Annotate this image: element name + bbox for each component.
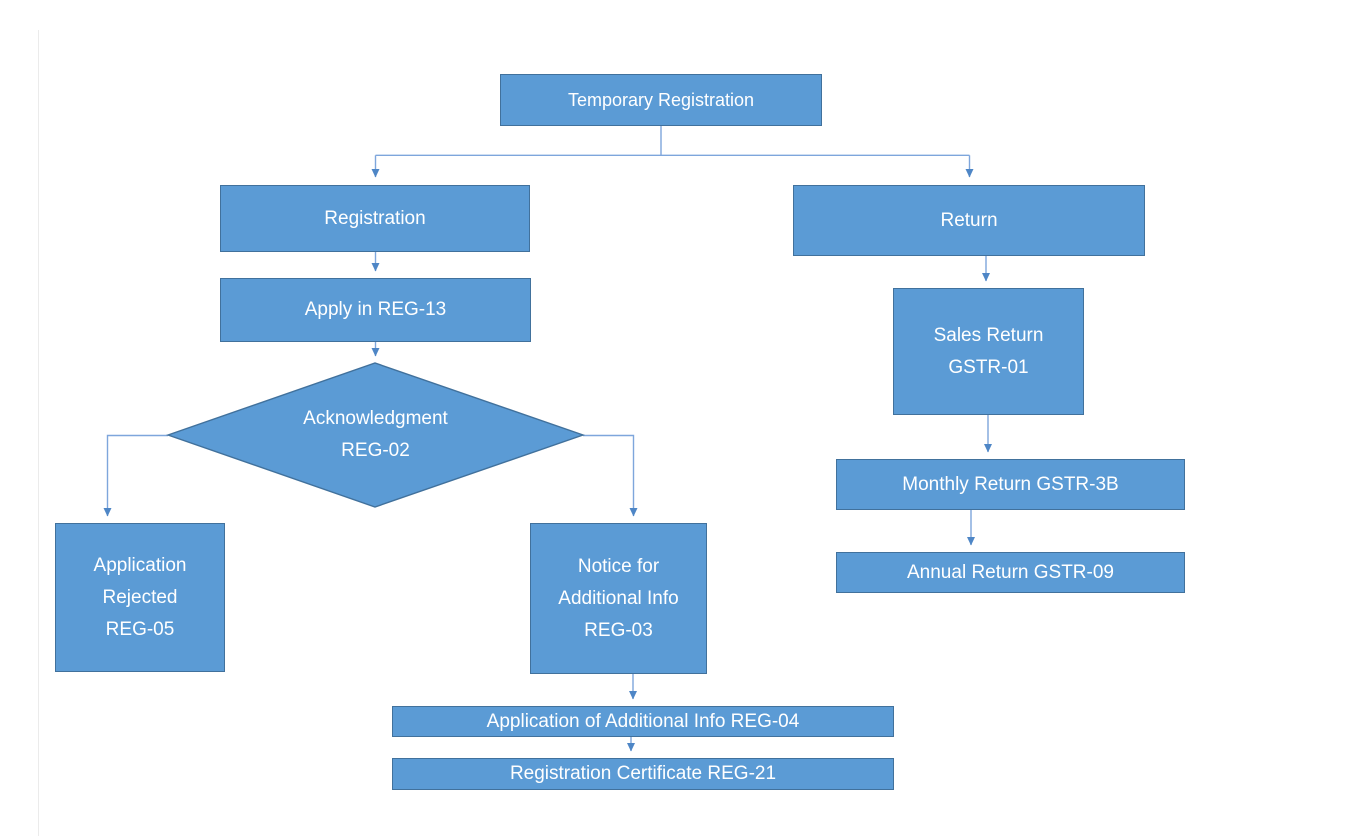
node-notice-additional-info-reg03: Notice for Additional Info REG-03 xyxy=(530,523,707,674)
node-acknowledgment-reg02: Acknowledgment REG-02 xyxy=(205,402,546,468)
node-label-line: REG-05 xyxy=(105,618,175,640)
node-label: Return xyxy=(940,209,998,231)
edge-acknowledgment-to-notice xyxy=(583,434,638,517)
node-label: Registration xyxy=(324,207,426,229)
node-temporary-registration: Temporary Registration xyxy=(500,74,822,126)
node-label: Application of Additional Info REG-04 xyxy=(486,710,800,732)
node-label-line: Acknowledgment xyxy=(303,408,448,429)
node-registration: Registration xyxy=(220,185,530,252)
node-apply-reg13: Apply in REG-13 xyxy=(220,278,531,342)
node-label: Apply in REG-13 xyxy=(304,299,447,320)
node-label-line: GSTR-01 xyxy=(948,356,1029,378)
slide-edge-line xyxy=(38,30,39,836)
node-label-line: Rejected xyxy=(102,586,178,608)
node-annual-return-gstr09: Annual Return GSTR-09 xyxy=(836,552,1185,593)
node-label-line: Notice for xyxy=(577,555,660,577)
node-label: Annual Return GSTR-09 xyxy=(907,561,1114,583)
node-registration-certificate-reg21: Registration Certificate REG-21 xyxy=(392,758,894,790)
edge-acknowledgment-to-rejected xyxy=(103,434,168,517)
node-label-line: Application xyxy=(93,554,187,576)
node-label: Monthly Return GSTR-3B xyxy=(902,473,1119,495)
node-label-line: Sales Return xyxy=(933,324,1044,346)
node-monthly-return-gstr3b: Monthly Return GSTR-3B xyxy=(836,459,1185,510)
node-label: Registration Certificate REG-21 xyxy=(509,763,777,784)
node-application-additional-info-reg04: Application of Additional Info REG-04 xyxy=(392,706,894,737)
node-return: Return xyxy=(793,185,1145,256)
node-label-line: Additional Info xyxy=(558,587,679,609)
node-label: Temporary Registration xyxy=(567,90,755,110)
node-label-line: REG-02 xyxy=(341,440,410,461)
node-application-rejected-reg05: Application Rejected REG-05 xyxy=(55,523,225,672)
node-sales-return-gstr01: Sales Return GSTR-01 xyxy=(893,288,1084,415)
node-label-line: REG-03 xyxy=(584,619,653,641)
